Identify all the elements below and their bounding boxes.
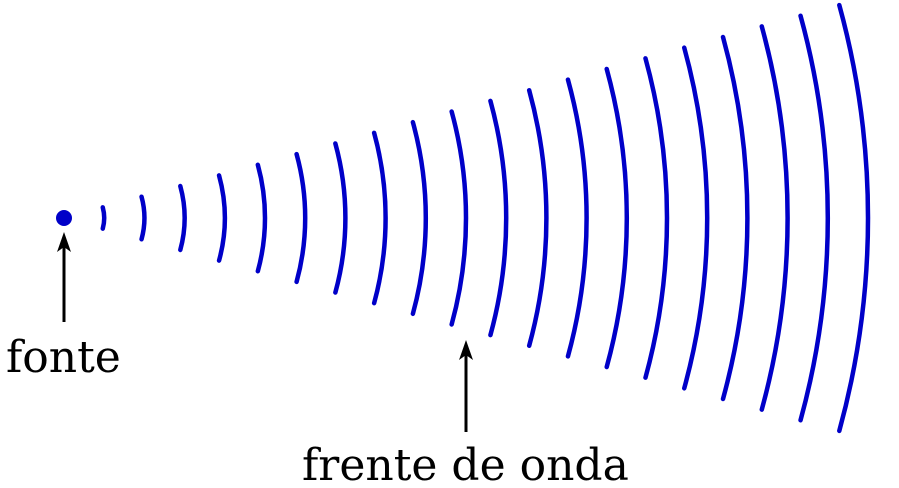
wavefront-arc bbox=[100, 205, 107, 231]
wavefront-arc bbox=[410, 119, 428, 317]
wavefront-arc bbox=[720, 34, 750, 402]
wavefront-arc bbox=[488, 98, 509, 338]
wavefront-arc bbox=[449, 109, 469, 327]
wavefront-arrow bbox=[459, 340, 473, 432]
wavefront-arc bbox=[371, 130, 388, 306]
wavefront-arc bbox=[798, 13, 831, 423]
source-point bbox=[56, 210, 72, 226]
wavefront-arc bbox=[681, 45, 710, 391]
wavefront-arc bbox=[526, 88, 549, 348]
wavefront-arc bbox=[294, 151, 308, 285]
wavefronts-group bbox=[100, 2, 871, 434]
wavefront-arc bbox=[565, 77, 589, 359]
wavefront-arc bbox=[604, 66, 630, 370]
source-label: fonte bbox=[6, 332, 121, 383]
wavefront-arc bbox=[139, 194, 147, 242]
wavefront-label: frente de onda bbox=[302, 440, 629, 488]
wavefront-arc bbox=[759, 24, 790, 412]
wavefront-arc bbox=[333, 141, 348, 295]
wavefront-arc bbox=[837, 2, 871, 434]
wavefront-arc bbox=[643, 56, 670, 380]
wavefront-arc bbox=[216, 173, 227, 263]
wavefront-arc bbox=[255, 162, 268, 274]
wavefront-arc bbox=[178, 183, 187, 253]
source-arrow bbox=[57, 232, 71, 322]
